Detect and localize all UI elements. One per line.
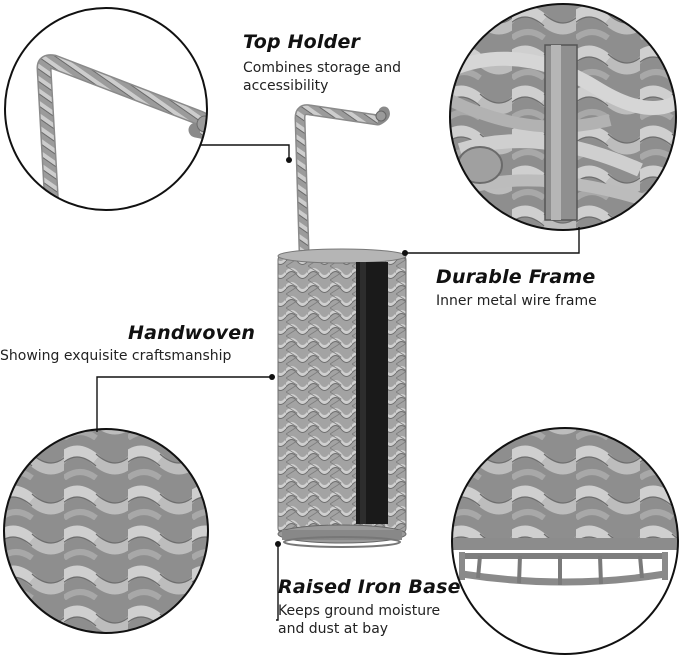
- raised-iron-base-detail-image: [451, 427, 679, 655]
- handwoven-title: Handwoven: [128, 322, 256, 344]
- toilet-paper-holder-product: [277, 104, 407, 548]
- callout-lines: [96, 144, 580, 621]
- raised-iron-base-description-line-1: Keeps ground moisture: [278, 603, 441, 619]
- durable-frame-description: Inner metal wire frame: [436, 293, 597, 309]
- handwoven-description: Showing exquisite craftsmanship: [0, 348, 232, 364]
- handwoven-detail-image: [3, 428, 209, 634]
- raised-iron-base-title: Raised Iron Base: [278, 576, 461, 598]
- durable-frame-detail-image: [449, 3, 677, 231]
- raised-iron-base-description-line-2: and dust at bay: [278, 621, 389, 637]
- durable-frame-title: Durable Frame: [436, 266, 596, 288]
- top-holder-title: Top Holder: [243, 31, 361, 53]
- top-holder-detail-image: [4, 7, 208, 211]
- top-holder-description-line-2: accessibility: [243, 78, 329, 94]
- top-holder-description-line-1: Combines storage and: [243, 60, 401, 76]
